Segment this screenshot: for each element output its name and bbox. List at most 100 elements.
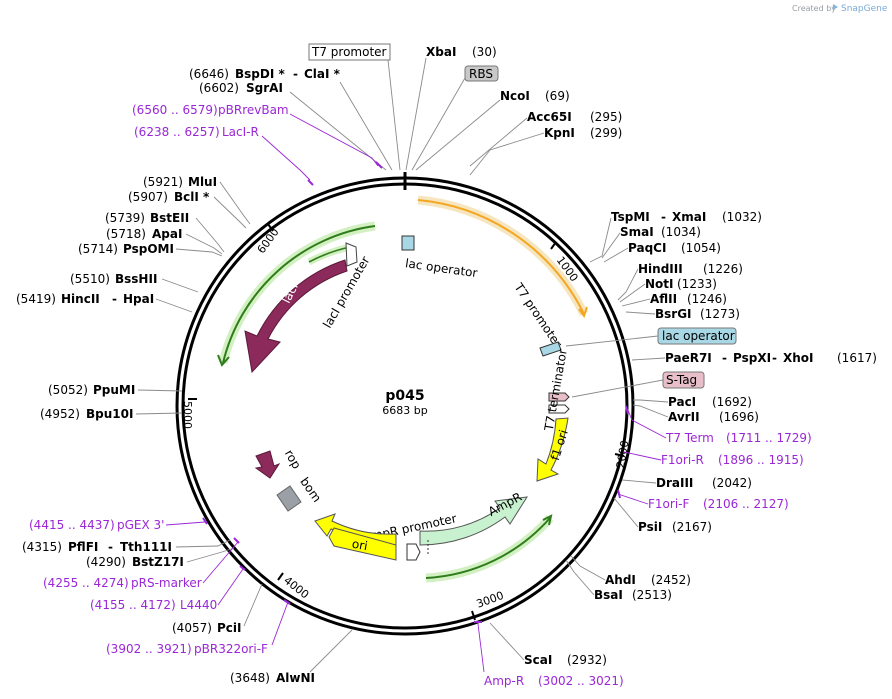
plasmid-name: p045	[385, 388, 424, 404]
svg-text:(4057): (4057)	[172, 621, 212, 635]
enzyme-aflii[interactable]: AflII (1246)	[650, 292, 727, 306]
enzyme-hincii-hpai[interactable]: (5419) HincII - HpaI	[16, 292, 193, 313]
svg-text:-: -	[108, 540, 113, 554]
svg-text:KpnI: KpnI	[544, 126, 575, 140]
ori-label: ori	[351, 537, 369, 553]
ampr-green-arc	[425, 517, 551, 579]
enzyme-xbai[interactable]: XbaI (30)	[405, 45, 497, 171]
s-tag-box: S-Tag	[571, 371, 705, 398]
svg-text:(4315): (4315)	[22, 540, 62, 554]
svg-text:T7 promoter: T7 promoter	[311, 45, 387, 59]
enzyme-bsshii[interactable]: (5510) BssHII	[70, 272, 199, 293]
primer-laci-r[interactable]: (6238 .. 6257) LacI-R	[134, 125, 314, 186]
svg-text:S-Tag: S-Tag	[666, 373, 697, 387]
svg-text:(5714): (5714)	[78, 242, 118, 256]
svg-text:BstEII: BstEII	[150, 211, 189, 225]
t7-terminator-feature	[548, 404, 570, 414]
enzyme-tspmi-xmai[interactable]: TspMI - XmaI (1032)	[611, 210, 762, 224]
svg-text:(6646): (6646)	[189, 67, 229, 81]
enzyme-bstz17i[interactable]: (4290) BstZ17I	[86, 555, 184, 569]
lac-operator-inner-label: lac operator	[404, 256, 478, 280]
svg-text:(5739): (5739)	[105, 211, 145, 225]
enzyme-alwni[interactable]: (3648) AlwNI	[230, 629, 353, 685]
svg-text:PciI: PciI	[217, 621, 242, 635]
laci-green-arc	[222, 225, 376, 364]
primer-f1ori-r[interactable]: F1ori-R (1896 .. 1915)	[623, 451, 804, 467]
enzyme-hindiii[interactable]: HindIII (1226)	[638, 262, 743, 276]
enzyme-avrii[interactable]: AvrII (1696)	[632, 399, 759, 424]
enzyme-sgrai[interactable]: (6602) SgrAI	[199, 81, 387, 171]
svg-text:Bpu10I: Bpu10I	[86, 407, 133, 421]
primer-prs-marker[interactable]: (4255 .. 4274) pRS-marker	[43, 537, 240, 590]
laci-green-arrowhead	[217, 354, 230, 367]
svg-text:BssHII: BssHII	[115, 272, 157, 286]
laci-label: lacI	[279, 281, 301, 306]
watermark-created-by: Created by	[792, 4, 836, 13]
primer-pbrrevbam[interactable]: (6560 .. 6579) pBRrevBam	[132, 103, 383, 169]
svg-text:HpaI: HpaI	[123, 292, 154, 306]
svg-text:Amp-R: Amp-R	[484, 674, 524, 688]
snapgene-logo-icon	[833, 4, 838, 10]
primer-l4440[interactable]: (4155 .. 4172) L4440	[90, 565, 246, 612]
svg-text:pRS-marker: pRS-marker	[131, 576, 202, 590]
svg-text:(3002 .. 3021): (3002 .. 3021)	[538, 674, 624, 688]
svg-text:AlwNI: AlwNI	[276, 671, 315, 685]
svg-text:(4415 .. 4437): (4415 .. 4437)	[29, 518, 115, 532]
svg-text:PspXI: PspXI	[733, 351, 771, 365]
ampr-feature	[419, 496, 528, 546]
svg-text:(6602): (6602)	[199, 81, 239, 95]
enzyme-smai[interactable]: SmaI (1034)	[620, 225, 701, 239]
enzyme-apai[interactable]: (5718) ApaI	[106, 227, 182, 241]
svg-text:(1226): (1226)	[703, 262, 743, 276]
enzyme-pflfi-tth111i[interactable]: (4315) PflFI - Tth111I	[22, 539, 235, 563]
enzyme-bcli[interactable]: (5907) BclI *	[128, 190, 210, 204]
svg-text:PflFI: PflFI	[68, 540, 98, 554]
enzyme-noti[interactable]: NotI (1233)	[645, 277, 717, 291]
primer-pbr322ori-f[interactable]: (3902 .. 3921) pBR322ori-F	[106, 599, 291, 656]
rop-feature	[254, 450, 281, 479]
enzyme-scai[interactable]: ScaI (2932)	[489, 622, 607, 667]
primer-pgex3[interactable]: (4415 .. 4437) pGEX 3'	[29, 517, 208, 532]
enzyme-paci[interactable]: PacI (1692)	[668, 395, 752, 409]
enzyme-pcii[interactable]: (4057) PciI	[172, 583, 263, 635]
svg-text:LacI-R: LacI-R	[222, 125, 259, 139]
enzyme-bpu10i[interactable]: (4952) Bpu10I	[40, 407, 183, 421]
svg-text:(2452): (2452)	[651, 573, 691, 587]
svg-text:(1696): (1696)	[719, 410, 759, 424]
svg-text:pBRrevBam: pBRrevBam	[218, 103, 289, 117]
svg-text:F1ori-F: F1ori-F	[648, 497, 689, 511]
svg-text:BclI *: BclI *	[174, 190, 210, 204]
svg-text:(1692): (1692)	[712, 395, 752, 409]
enzyme-draiii[interactable]: DraIII (2042)	[621, 476, 752, 490]
enzyme-ppumi[interactable]: (5052) PpuMI	[48, 383, 183, 397]
svg-text:(5052): (5052)	[48, 383, 88, 397]
primer-amp-r[interactable]: Amp-R (3002 .. 3021)	[474, 621, 624, 688]
laci-promoter-feature	[345, 242, 358, 267]
snapgene-watermark: Created by SnapGene	[792, 4, 888, 14]
enzyme-paqci[interactable]: PaqCI (1054)	[589, 217, 721, 263]
svg-text:(5510): (5510)	[70, 272, 110, 286]
svg-text:PaeR7I: PaeR7I	[665, 351, 712, 365]
primer-f1ori-f[interactable]: F1ori-F (2106 .. 2127)	[617, 489, 789, 511]
enzyme-ahdi[interactable]: AhdI (2452)	[605, 573, 691, 587]
enzyme-bsai[interactable]: BsaI (2513)	[565, 555, 672, 602]
enzyme-psii[interactable]: PsiI (2167)	[613, 497, 712, 534]
svg-text:XbaI: XbaI	[426, 45, 456, 59]
enzyme-bsrgi[interactable]: BsrGI (1273)	[617, 268, 740, 321]
lac-operator-inner-feature	[401, 235, 415, 251]
svg-text:(1032): (1032)	[722, 210, 762, 224]
enzyme-bsteii[interactable]: (5739) BstEII	[105, 211, 225, 257]
svg-text:ClaI *: ClaI *	[304, 67, 341, 81]
enzyme-pspomi[interactable]: (5714) PspOMI	[78, 242, 174, 256]
enzyme-ncoi[interactable]: NcoI (69)	[415, 89, 570, 171]
svg-text:(1233): (1233)	[677, 277, 717, 291]
enzyme-mlui[interactable]: (5921) MluI	[143, 175, 251, 229]
svg-text:(1034): (1034)	[661, 225, 701, 239]
enzyme-kpni[interactable]: KpnI (299)	[469, 117, 622, 176]
primer-t7-term[interactable]: T7 Term (1711 .. 1729)	[625, 405, 812, 445]
laci-feature	[244, 259, 348, 374]
enzyme-paer7i-pspxi-xhoi[interactable]: PaeR7I - PspXI - XhoI (1617)	[631, 351, 877, 365]
enzyme-bspdi-clai[interactable]: (6646) BspDI * - ClaI *	[189, 67, 393, 171]
enzyme-acc65i[interactable]: Acc65I (295)	[527, 110, 622, 124]
svg-text:BsrGI: BsrGI	[655, 307, 692, 321]
